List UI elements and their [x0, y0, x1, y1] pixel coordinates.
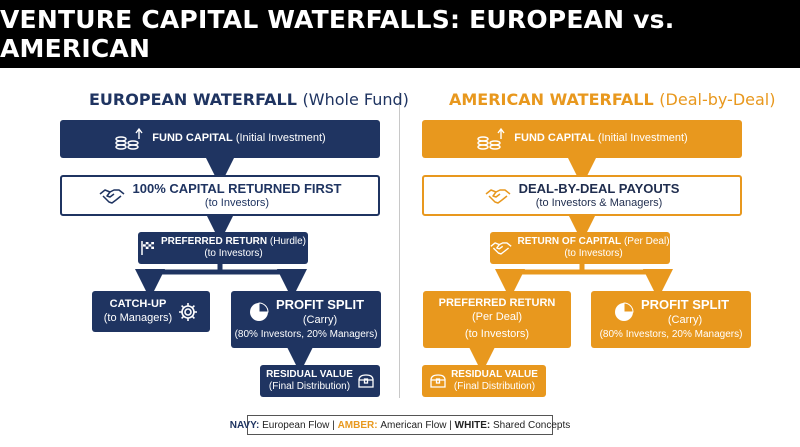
handshake-icon	[490, 240, 513, 256]
us-preferred-return-sub: (Per Deal)	[471, 310, 523, 323]
eu-capital-returned-box: 100% CAPITAL RETURNED FIRST (to Investor…	[60, 175, 380, 216]
legend-separator: |	[332, 419, 335, 431]
us-fund-capital-box: FUND CAPITAL (Initial Investment)	[422, 120, 742, 158]
american-heading-sub: (Deal-by-Deal)	[659, 90, 776, 109]
handshake-icon	[485, 187, 511, 205]
title-bar: VENTURE CAPITAL WATERFALLS: EUROPEAN vs.…	[0, 0, 800, 68]
legend-white-key: WHITE:	[454, 419, 491, 431]
eu-fund-capital-sub: (Initial Investment)	[235, 132, 326, 145]
us-return-of-capital-label: RETURN OF CAPITAL	[517, 235, 622, 247]
eu-catch-up-sub: (to Managers)	[103, 311, 173, 324]
us-preferred-return-label: PREFERRED RETURN	[438, 296, 556, 309]
coins-stack-icon	[476, 127, 506, 151]
eu-profit-split-box: PROFIT SPLIT (Carry) (80% Investors, 20%…	[231, 291, 381, 348]
european-connectors	[135, 156, 315, 373]
checkered-flag-icon	[140, 240, 156, 256]
eu-residual-value-sub: (Final Distribution)	[268, 381, 351, 392]
eu-preferred-return-sub2: (to Investors)	[204, 248, 263, 259]
us-profit-split-label: PROFIT SPLIT	[640, 297, 730, 313]
us-residual-value-box: RESIDUAL VALUE (Final Distribution)	[422, 365, 546, 397]
legend-amber-text: American Flow	[380, 419, 447, 431]
eu-fund-capital-box: FUND CAPITAL (Initial Investment)	[60, 120, 380, 158]
us-preferred-return-box: PREFERRED RETURN (Per Deal) (to Investor…	[423, 291, 571, 348]
us-deal-payouts-box: DEAL-BY-DEAL PAYOUTS (to Investors & Man…	[422, 175, 742, 216]
us-preferred-return-sub2: (to Investors)	[464, 328, 530, 341]
legend: NAVY: European Flow | AMBER: American Fl…	[230, 415, 570, 435]
us-profit-split-sub2: (80% Investors, 20% Managers)	[599, 329, 743, 341]
eu-preferred-return-sub: (Hurdle)	[269, 235, 307, 247]
eu-catch-up-box: CATCH-UP (to Managers)	[92, 291, 210, 332]
european-heading-label: EUROPEAN WATERFALL	[89, 90, 297, 109]
legend-navy-text: European Flow	[262, 419, 330, 431]
legend-navy-key: NAVY:	[229, 419, 260, 431]
american-connectors	[467, 156, 673, 373]
eu-residual-value-label: RESIDUAL VALUE	[266, 368, 353, 380]
us-residual-value-label: RESIDUAL VALUE	[451, 368, 538, 380]
us-deal-payouts-label: DEAL-BY-DEAL PAYOUTS	[518, 180, 680, 196]
handshake-icon	[99, 187, 125, 205]
us-fund-capital-label: FUND CAPITAL	[514, 132, 595, 145]
pie-chart-icon	[248, 301, 270, 323]
eu-profit-split-sub: (Carry)	[302, 313, 338, 326]
eu-profit-split-sub2: (80% Investors, 20% Managers)	[234, 329, 378, 341]
eu-residual-value-box: RESIDUAL VALUE (Final Distribution)	[260, 365, 380, 397]
american-heading-label: AMERICAN WATERFALL	[449, 90, 654, 109]
european-heading: EUROPEAN WATERFALL (Whole Fund)	[89, 90, 409, 109]
center-divider	[399, 92, 400, 398]
us-fund-capital-sub: (Initial Investment)	[597, 132, 688, 145]
us-return-of-capital-sub2: (to Investors)	[564, 248, 623, 259]
american-heading: AMERICAN WATERFALL (Deal-by-Deal)	[449, 90, 775, 109]
eu-capital-returned-label: 100% CAPITAL RETURNED FIRST	[132, 180, 342, 196]
us-return-of-capital-box: RETURN OF CAPITAL (Per Deal) (to Investo…	[490, 232, 670, 264]
us-return-of-capital-sub: (Per Deal)	[623, 235, 670, 247]
eu-profit-split-label: PROFIT SPLIT	[275, 297, 365, 313]
eu-capital-returned-sub: (to Investors)	[204, 196, 270, 209]
us-profit-split-sub: (Carry)	[667, 313, 703, 326]
eu-catch-up-label: CATCH-UP	[109, 297, 167, 310]
eu-fund-capital-label: FUND CAPITAL	[152, 132, 233, 145]
pie-chart-icon	[613, 301, 635, 323]
legend-white-text: Shared Concepts	[493, 419, 571, 431]
european-heading-sub: (Whole Fund)	[302, 90, 409, 109]
gear-icon	[178, 302, 198, 322]
us-residual-value-sub: (Final Distribution)	[453, 381, 536, 392]
legend-amber-key: AMBER:	[337, 419, 378, 431]
page-title: VENTURE CAPITAL WATERFALLS: EUROPEAN vs.…	[0, 5, 675, 63]
eu-preferred-return-label: PREFERRED RETURN	[160, 235, 268, 247]
us-deal-payouts-sub: (to Investors & Managers)	[535, 196, 663, 209]
eu-preferred-return-box: PREFERRED RETURN (Hurdle) (to Investors)	[138, 232, 308, 264]
treasure-chest-icon	[358, 374, 374, 388]
coins-stack-icon	[114, 127, 144, 151]
treasure-chest-icon	[430, 374, 446, 388]
legend-separator: |	[449, 419, 452, 431]
us-profit-split-box: PROFIT SPLIT (Carry) (80% Investors, 20%…	[591, 291, 751, 348]
